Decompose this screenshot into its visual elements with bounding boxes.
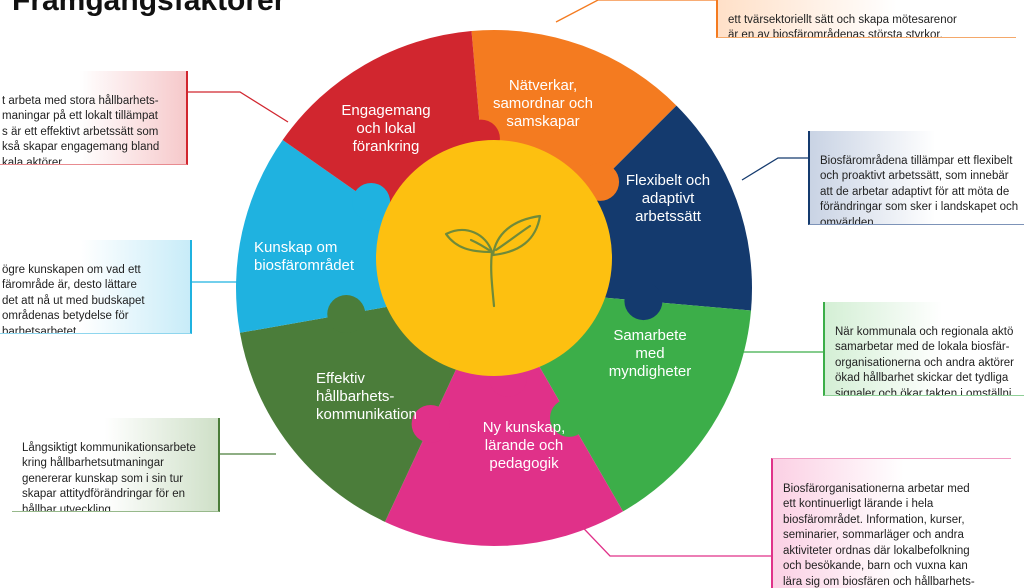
diagram-stage: Framgångsfaktorer ett tvärsektoriellt sä… (0, 0, 1024, 576)
center-circle (376, 140, 612, 376)
puzzle-knob-flexible (624, 282, 662, 320)
puzzle-knob-knowledge-new (412, 405, 450, 443)
connector-engagement (188, 92, 288, 122)
connector-network (556, 0, 716, 22)
connector-flexible (742, 158, 808, 180)
puzzle-knob-communication (327, 295, 365, 333)
